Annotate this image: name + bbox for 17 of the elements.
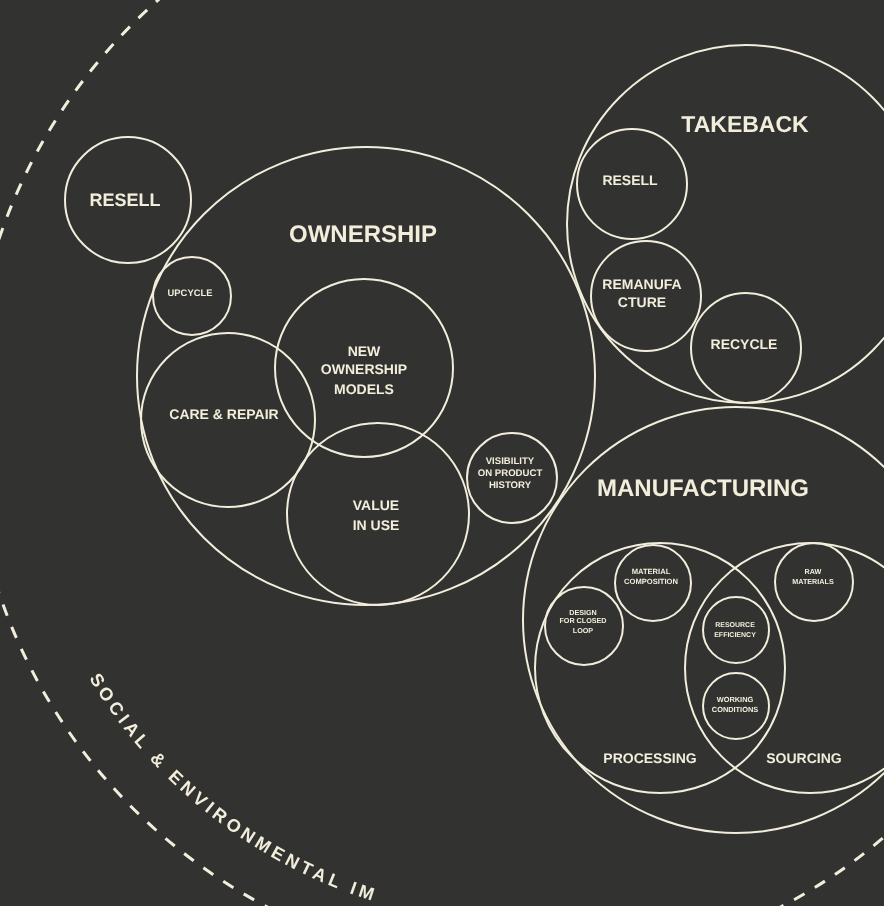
topic-circle	[689, 291, 801, 403]
topic-circle	[139, 331, 315, 507]
category-circle	[566, 44, 884, 404]
circle-label: RESELL	[89, 186, 161, 212]
topic-circle	[613, 543, 691, 621]
category-title: TAKEBACK	[681, 111, 809, 142]
topic-circle	[151, 255, 231, 335]
topic-circle	[589, 239, 701, 351]
topic-circle	[702, 672, 770, 740]
topic-circle	[544, 586, 624, 666]
topic-circle	[774, 542, 854, 622]
topic-circle	[64, 136, 192, 264]
topic-circle	[285, 421, 469, 605]
topic-circle	[465, 431, 557, 523]
topic-circle	[702, 596, 770, 664]
category-title: OWNERSHIP	[289, 216, 437, 250]
category-title: MANUFACTURING	[597, 470, 809, 504]
